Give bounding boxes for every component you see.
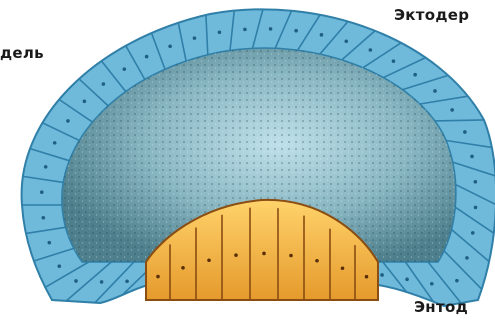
- ectoderm-cell-nucleus: [218, 30, 222, 34]
- ectoderm-cell-nucleus: [125, 279, 129, 283]
- endoderm-cell-nucleus: [289, 254, 293, 258]
- ectoderm-cell-nucleus: [392, 59, 396, 63]
- ectoderm-cell-nucleus: [102, 82, 106, 86]
- ectoderm-cell-nucleus: [474, 180, 478, 184]
- endoderm-cell-nucleus: [181, 266, 185, 270]
- ectoderm-label: Эктодер: [394, 6, 469, 24]
- ectoderm-cell-nucleus: [57, 264, 61, 268]
- ectoderm-cell-nucleus: [122, 67, 126, 71]
- endoderm-label: Энтод: [414, 298, 468, 316]
- ectoderm-cell-nucleus: [74, 279, 78, 283]
- ectoderm-cell-nucleus: [269, 27, 273, 31]
- ectoderm-cell-nucleus: [430, 282, 434, 286]
- ectoderm-cell-nucleus: [344, 39, 348, 43]
- ectoderm-cell-nucleus: [44, 165, 48, 169]
- endoderm-cell-nucleus: [341, 266, 345, 270]
- ectoderm-cell-nucleus: [474, 206, 478, 210]
- ectoderm-cell-nucleus: [42, 216, 46, 220]
- ectoderm-cell-nucleus: [471, 231, 475, 235]
- ectoderm-cell-nucleus: [168, 44, 172, 48]
- endoderm-cell-nucleus: [315, 259, 319, 263]
- ectoderm-cell-nucleus: [463, 130, 467, 134]
- ectoderm-cell-wall: [435, 120, 484, 121]
- ectoderm-cell-nucleus: [53, 141, 57, 145]
- endoderm-cell-nucleus: [365, 275, 369, 279]
- endoderm-cell-nucleus: [234, 253, 238, 257]
- ectoderm-cell-nucleus: [380, 273, 384, 277]
- ectoderm-cell-nucleus: [294, 29, 298, 33]
- ectoderm-cell-nucleus: [465, 256, 469, 260]
- ectoderm-cell-nucleus: [320, 33, 324, 37]
- ectoderm-cell-nucleus: [369, 48, 373, 52]
- ectoderm-cell-nucleus: [405, 277, 409, 281]
- ectoderm-cell-nucleus: [243, 28, 247, 32]
- ectoderm-cell-nucleus: [66, 119, 70, 123]
- ectoderm-cell-nucleus: [83, 99, 87, 103]
- ectoderm-cell-nucleus: [193, 36, 197, 40]
- ectoderm-cell-nucleus: [47, 241, 51, 245]
- endoderm-cell-nucleus: [262, 252, 266, 256]
- ectoderm-cell-nucleus: [413, 73, 417, 77]
- ectoderm-cell-nucleus: [450, 108, 454, 112]
- ectoderm-cell-nucleus: [145, 55, 149, 59]
- endoderm-cell-nucleus: [207, 258, 211, 262]
- ectoderm-cell-nucleus: [100, 280, 104, 284]
- ectoderm-cell-nucleus: [40, 190, 44, 194]
- left-partial-label: дель: [0, 44, 44, 62]
- ectoderm-cell-nucleus: [470, 155, 474, 159]
- endoderm-cell-nucleus: [156, 275, 160, 279]
- ectoderm-cell-nucleus: [455, 279, 459, 283]
- ectoderm-cell-nucleus: [433, 89, 437, 93]
